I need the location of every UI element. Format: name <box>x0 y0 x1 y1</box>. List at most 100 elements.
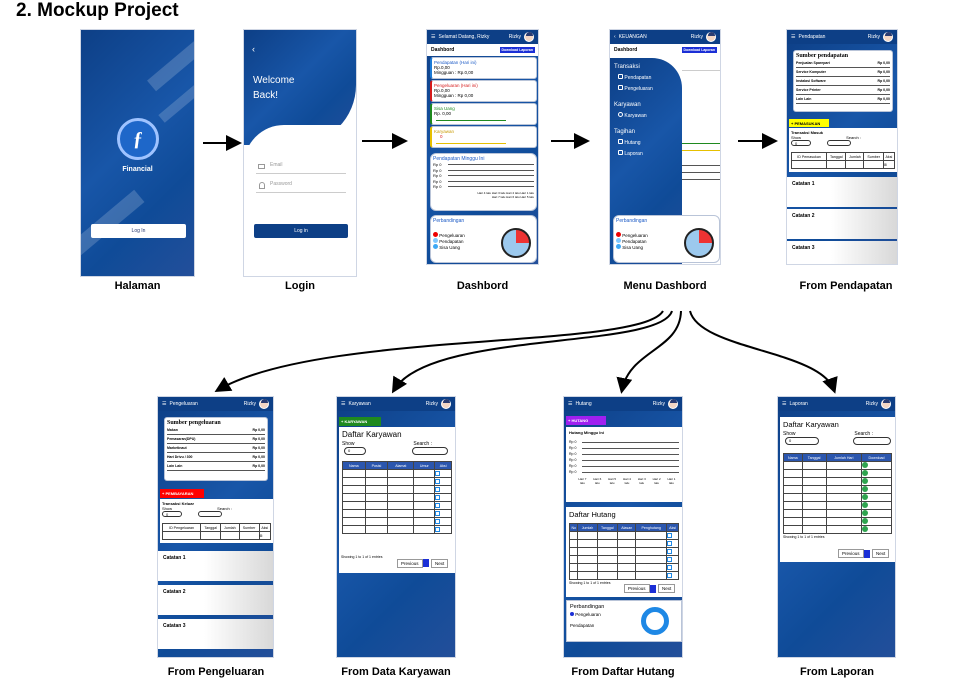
download-button[interactable]: Download Laporan <box>681 47 717 53</box>
edit-icon[interactable] <box>667 564 673 570</box>
menu-item-pendapatan[interactable]: Pendapatan <box>618 74 678 81</box>
menu-item-hutang[interactable]: Hutang <box>618 139 678 146</box>
menu-item-karyawan[interactable]: Karyawan <box>618 112 678 119</box>
action-cell[interactable] <box>861 493 892 502</box>
login-submit-button[interactable]: Log in <box>254 224 348 238</box>
add-pemasukan-button[interactable]: + PEMASUKAN <box>789 119 829 127</box>
edit-icon[interactable] <box>435 486 441 492</box>
avatar[interactable] <box>524 32 534 42</box>
menu-icon[interactable]: ☰ <box>791 34 796 40</box>
action-cell[interactable] <box>434 493 452 502</box>
edit-icon[interactable] <box>435 494 441 500</box>
download-icon[interactable] <box>862 510 869 516</box>
edit-icon[interactable] <box>435 518 441 524</box>
note-3: Catatan 3 <box>158 619 273 649</box>
edit-icon[interactable] <box>435 510 441 516</box>
action-cell[interactable] <box>434 509 452 518</box>
add-pembayaran-button[interactable]: + PEMBAYARAN <box>160 489 204 498</box>
action-cell[interactable] <box>861 517 892 526</box>
avatar[interactable] <box>259 399 269 409</box>
add-karyawan-button[interactable]: + KARYAWAN <box>339 417 381 426</box>
action-cell[interactable] <box>434 485 452 494</box>
page-1-button[interactable] <box>650 585 656 593</box>
download-icon[interactable] <box>862 462 869 468</box>
source-value: Rp 0,00 <box>877 97 890 101</box>
search-input[interactable] <box>827 140 851 146</box>
edit-icon[interactable] <box>435 502 441 508</box>
hutang-rp-row: Rp 0 <box>569 439 679 445</box>
download-icon[interactable] <box>862 470 869 476</box>
action-cell[interactable] <box>666 555 679 564</box>
menu-icon[interactable]: ☰ <box>341 401 346 407</box>
avatar[interactable] <box>668 399 678 409</box>
menu-icon[interactable]: ☰ <box>162 401 167 407</box>
menu-item-laporan[interactable]: Laporan <box>618 150 678 157</box>
action-cell[interactable] <box>666 571 679 580</box>
source-name: Hari Drivu / 300 <box>167 455 193 459</box>
show-select[interactable]: 0 <box>785 437 819 445</box>
edit-icon[interactable] <box>667 556 673 562</box>
menu-icon[interactable]: ☰ <box>782 401 787 407</box>
password-field[interactable]: Password <box>256 181 346 193</box>
edit-icon[interactable] <box>667 532 673 538</box>
page-1-button[interactable] <box>423 559 429 567</box>
avatar[interactable] <box>441 399 451 409</box>
action-cell[interactable] <box>861 461 892 470</box>
action-cell[interactable] <box>434 469 452 478</box>
action-cell[interactable] <box>861 485 892 494</box>
edit-icon[interactable] <box>667 572 673 578</box>
search-input[interactable] <box>412 447 448 455</box>
previous-button[interactable]: Previous <box>397 559 423 568</box>
search-input[interactable] <box>853 437 891 445</box>
action-cell[interactable] <box>861 469 892 478</box>
next-button[interactable]: Next <box>872 549 890 558</box>
action-cell[interactable] <box>666 563 679 572</box>
next-button[interactable]: Next <box>431 559 449 568</box>
show-select[interactable]: 0 <box>162 511 182 517</box>
download-button[interactable]: Download Laporan <box>499 47 535 53</box>
email-field[interactable]: Email <box>256 162 346 174</box>
action-cell[interactable] <box>666 547 679 556</box>
download-icon[interactable] <box>862 478 869 484</box>
search-input[interactable] <box>198 511 222 517</box>
menu-icon[interactable]: ☰ <box>431 34 436 40</box>
page-1-button[interactable] <box>864 550 870 558</box>
avatar[interactable] <box>883 32 893 42</box>
download-icon[interactable] <box>862 518 869 524</box>
edit-icon[interactable] <box>435 526 441 532</box>
download-icon[interactable] <box>862 486 869 492</box>
show-select[interactable]: 0 <box>791 140 811 146</box>
action-cell[interactable] <box>434 525 452 534</box>
login-button[interactable]: Log In <box>91 224 186 238</box>
edit-icon[interactable] <box>667 540 673 546</box>
avatar[interactable] <box>881 399 891 409</box>
add-hutang-button[interactable]: + HUTANG <box>566 416 606 425</box>
show-select[interactable]: 0 <box>344 447 366 455</box>
download-icon[interactable] <box>862 494 869 500</box>
action-cell[interactable] <box>434 477 452 486</box>
back-icon[interactable]: ‹ <box>614 34 616 40</box>
edit-icon[interactable] <box>435 470 441 476</box>
previous-button[interactable]: Previous <box>838 549 864 558</box>
action-cell[interactable] <box>861 501 892 510</box>
avatar[interactable] <box>706 32 716 42</box>
download-icon[interactable] <box>862 502 869 508</box>
action-cell[interactable] <box>666 539 679 548</box>
next-button[interactable]: Next <box>658 584 676 593</box>
edit-icon[interactable] <box>435 478 441 484</box>
action-cell[interactable] <box>861 509 892 518</box>
menu-item-pengeluaran[interactable]: Pengeluaran <box>618 85 678 92</box>
table-cell <box>617 547 637 556</box>
back-chevron[interactable]: ‹ <box>252 44 255 54</box>
previous-button[interactable]: Previous <box>624 584 650 593</box>
action-cell[interactable] <box>434 501 452 510</box>
edit-icon[interactable] <box>667 548 673 554</box>
menu-icon[interactable]: ☰ <box>568 401 573 407</box>
action-cell[interactable] <box>861 477 892 486</box>
caption-login: Login <box>285 280 315 292</box>
download-icon[interactable] <box>862 526 869 532</box>
action-cell[interactable] <box>861 525 892 534</box>
action-cell[interactable] <box>434 517 452 526</box>
action-cell[interactable] <box>666 531 679 540</box>
